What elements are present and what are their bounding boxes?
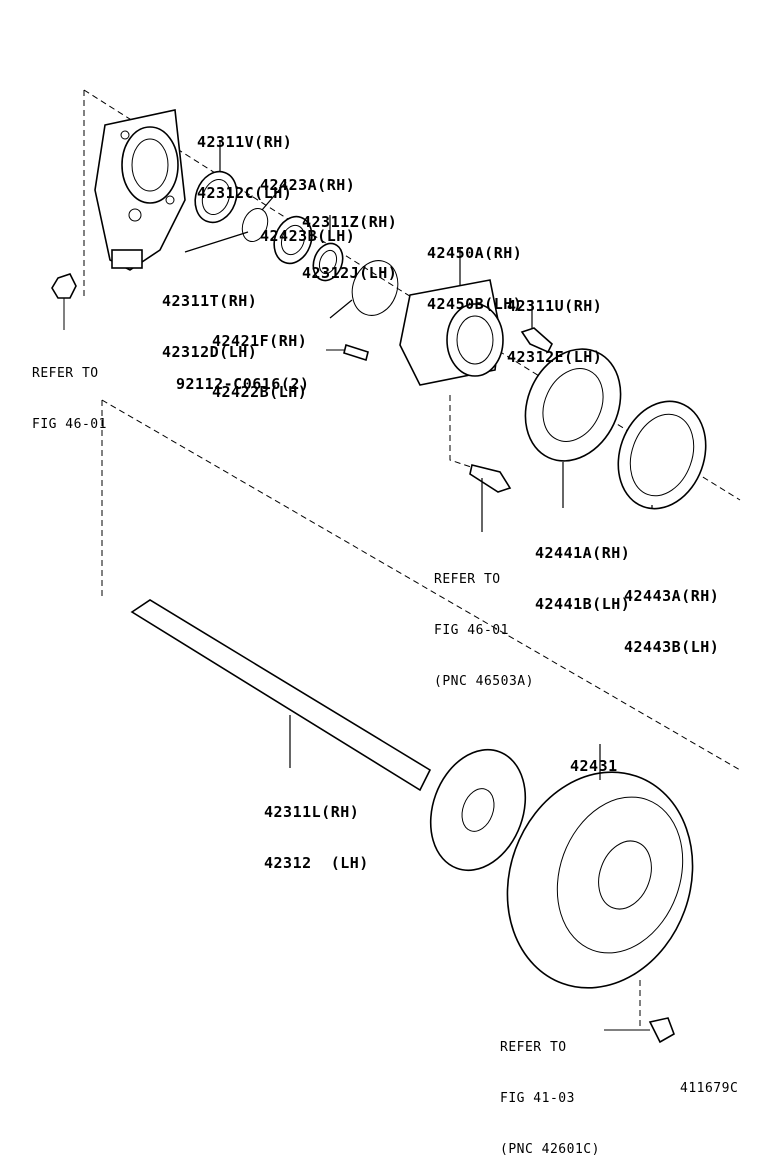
label-retainer[interactable]: 42311T(RH) 42312D(LH) (162, 259, 257, 378)
part-number: 42441B(LH) (535, 595, 631, 613)
part-number: 92112-C0616(2) (176, 375, 310, 393)
part-number: 42441A(RH) (535, 544, 631, 562)
label-hub[interactable]: 42450A(RH) 42450B(LH) (427, 211, 522, 330)
exploded-parts-diagram (51, 89, 741, 1044)
label-hub-bolt[interactable]: 42311U(RH) 42312E(LH) (507, 264, 602, 383)
part-number: 42311U(RH) (507, 297, 603, 315)
ref-text: REFER TO (500, 1040, 567, 1055)
label-axle-shaft[interactable]: 42311L(RH) 42312 (LH) (264, 770, 369, 889)
hub-illustration (399, 248, 504, 386)
stud-illustration (326, 343, 369, 362)
part-number: 42311Z(RH) (302, 213, 398, 231)
disc-illustration (506, 744, 694, 989)
figure-id: 411679C (680, 1081, 739, 1096)
label-disc[interactable]: 42431 (570, 724, 618, 792)
label-snap-ring[interactable]: 42423A(RH) 42423B(LH) (260, 143, 355, 262)
part-number: 42422B(LH) (212, 383, 308, 401)
part-number: 42312 (LH) (264, 854, 369, 872)
gasket-illustration (617, 400, 707, 510)
label-knuckle-seal[interactable]: 42311V(RH) 42312C(LH) (197, 100, 292, 219)
ref-text: REFER TO (434, 572, 501, 587)
axle-shaft-illustration (130, 599, 527, 872)
ref-disc-bolt: REFER TO FIG 41-03 (PNC 42601C) (500, 1005, 600, 1175)
spacer-ring-illustration (312, 242, 344, 282)
label-backing-plate[interactable]: 42441A(RH) 42441B(LH) (535, 511, 630, 630)
ref-text: REFER TO (32, 366, 99, 381)
part-number: 42312D(LH) (162, 343, 258, 361)
part-number: 42450A(RH) (427, 244, 523, 262)
snap-ring-illustration (241, 181, 287, 242)
part-number: 42431 (570, 757, 618, 775)
ref-text: FIG 46-01 (32, 417, 107, 432)
label-gasket[interactable]: 42443A(RH) 42443B(LH) (624, 554, 719, 673)
ref-text: (PNC 42601C) (500, 1142, 600, 1157)
part-number: 42312E(LH) (507, 348, 603, 366)
part-number: 42311V(RH) (197, 133, 293, 151)
part-number: 42443A(RH) (624, 587, 720, 605)
knuckle-bolt-illustration (469, 464, 512, 532)
seal-illustration (194, 140, 238, 224)
disc-bolt-illustration (604, 1017, 675, 1044)
part-number: 42423A(RH) (260, 176, 356, 194)
label-bearing[interactable]: 42311Z(RH) 42312J(LH) (302, 180, 397, 299)
ref-text: FIG 41-03 (500, 1091, 575, 1106)
bearing-illustration (273, 215, 331, 265)
knuckle-nut-illustration (51, 273, 77, 330)
part-number: 42311L(RH) (264, 803, 360, 821)
label-o-ring[interactable]: 42421F(RH) 42422B(LH) (212, 299, 307, 418)
part-number: 42421F(RH) (212, 332, 308, 350)
label-stud[interactable]: 92112-C0616(2) (176, 342, 309, 410)
ref-text: (PNC 46503A) (434, 674, 534, 689)
part-number: 42423B(LH) (260, 227, 356, 245)
part-number: 42450B(LH) (427, 295, 523, 313)
knuckle-illustration (94, 109, 186, 271)
ref-knuckle-bolt: REFER TO FIG 46-01 (PNC 46503A) (434, 537, 534, 707)
part-number: 42312C(LH) (197, 184, 293, 202)
ref-text: FIG 46-01 (434, 623, 509, 638)
backing-plate-illustration (524, 348, 622, 508)
part-number: 42443B(LH) (624, 638, 720, 656)
o-ring-illustration (329, 260, 399, 319)
hub-bolt-illustration (520, 300, 553, 354)
part-number: 42311T(RH) (162, 292, 258, 310)
part-number: 42312J(LH) (302, 264, 398, 282)
ref-knuckle-nut: REFER TO FIG 46-01 (32, 331, 107, 450)
